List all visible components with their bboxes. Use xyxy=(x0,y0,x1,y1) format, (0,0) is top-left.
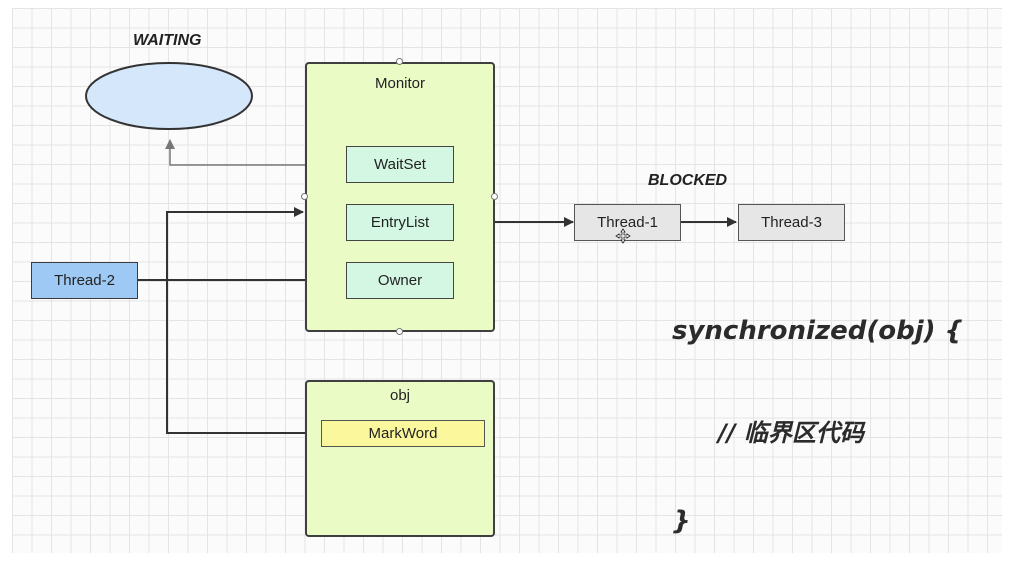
thread-2-box[interactable]: Thread-2 xyxy=(31,262,138,299)
waitset-box[interactable]: WaitSet xyxy=(346,146,454,183)
owner-label: Owner xyxy=(377,272,423,289)
obj-title: obj xyxy=(389,387,411,404)
monitor-handle-bottom[interactable] xyxy=(396,328,403,335)
owner-box[interactable]: Owner xyxy=(346,262,454,299)
markword-label: MarkWord xyxy=(368,425,438,442)
obj-container[interactable]: obj xyxy=(305,380,495,537)
monitor-handle-left[interactable] xyxy=(301,193,308,200)
code-line-3: } xyxy=(672,506,691,536)
entrylist-box[interactable]: EntryList xyxy=(346,204,454,241)
markword-box[interactable]: MarkWord xyxy=(321,420,485,447)
code-line-2: // 临界区代码 xyxy=(718,419,864,447)
waitset-to-waiting-arrow xyxy=(165,139,346,166)
waitset-label: WaitSet xyxy=(374,156,426,173)
monitor-handle-right[interactable] xyxy=(491,193,498,200)
thread-3-label: Thread-3 xyxy=(761,214,822,231)
thread-1-box[interactable]: Thread-1 xyxy=(574,204,681,241)
monitor-title: Monitor xyxy=(374,75,426,92)
code-line-1: synchronized(obj) { xyxy=(672,316,964,346)
markword-to-monitor-arrow xyxy=(166,207,320,434)
waiting-ellipse xyxy=(85,62,253,130)
entrylist-label: EntryList xyxy=(370,214,430,231)
monitor-handle-top[interactable] xyxy=(396,58,403,65)
thread-2-label: Thread-2 xyxy=(54,272,115,289)
thread-1-label: Thread-1 xyxy=(597,214,658,231)
move-cursor-icon xyxy=(615,228,631,244)
thread-3-box[interactable]: Thread-3 xyxy=(738,204,845,241)
waiting-label: WAITING xyxy=(133,32,202,49)
blocked-label: BLOCKED xyxy=(648,172,728,189)
